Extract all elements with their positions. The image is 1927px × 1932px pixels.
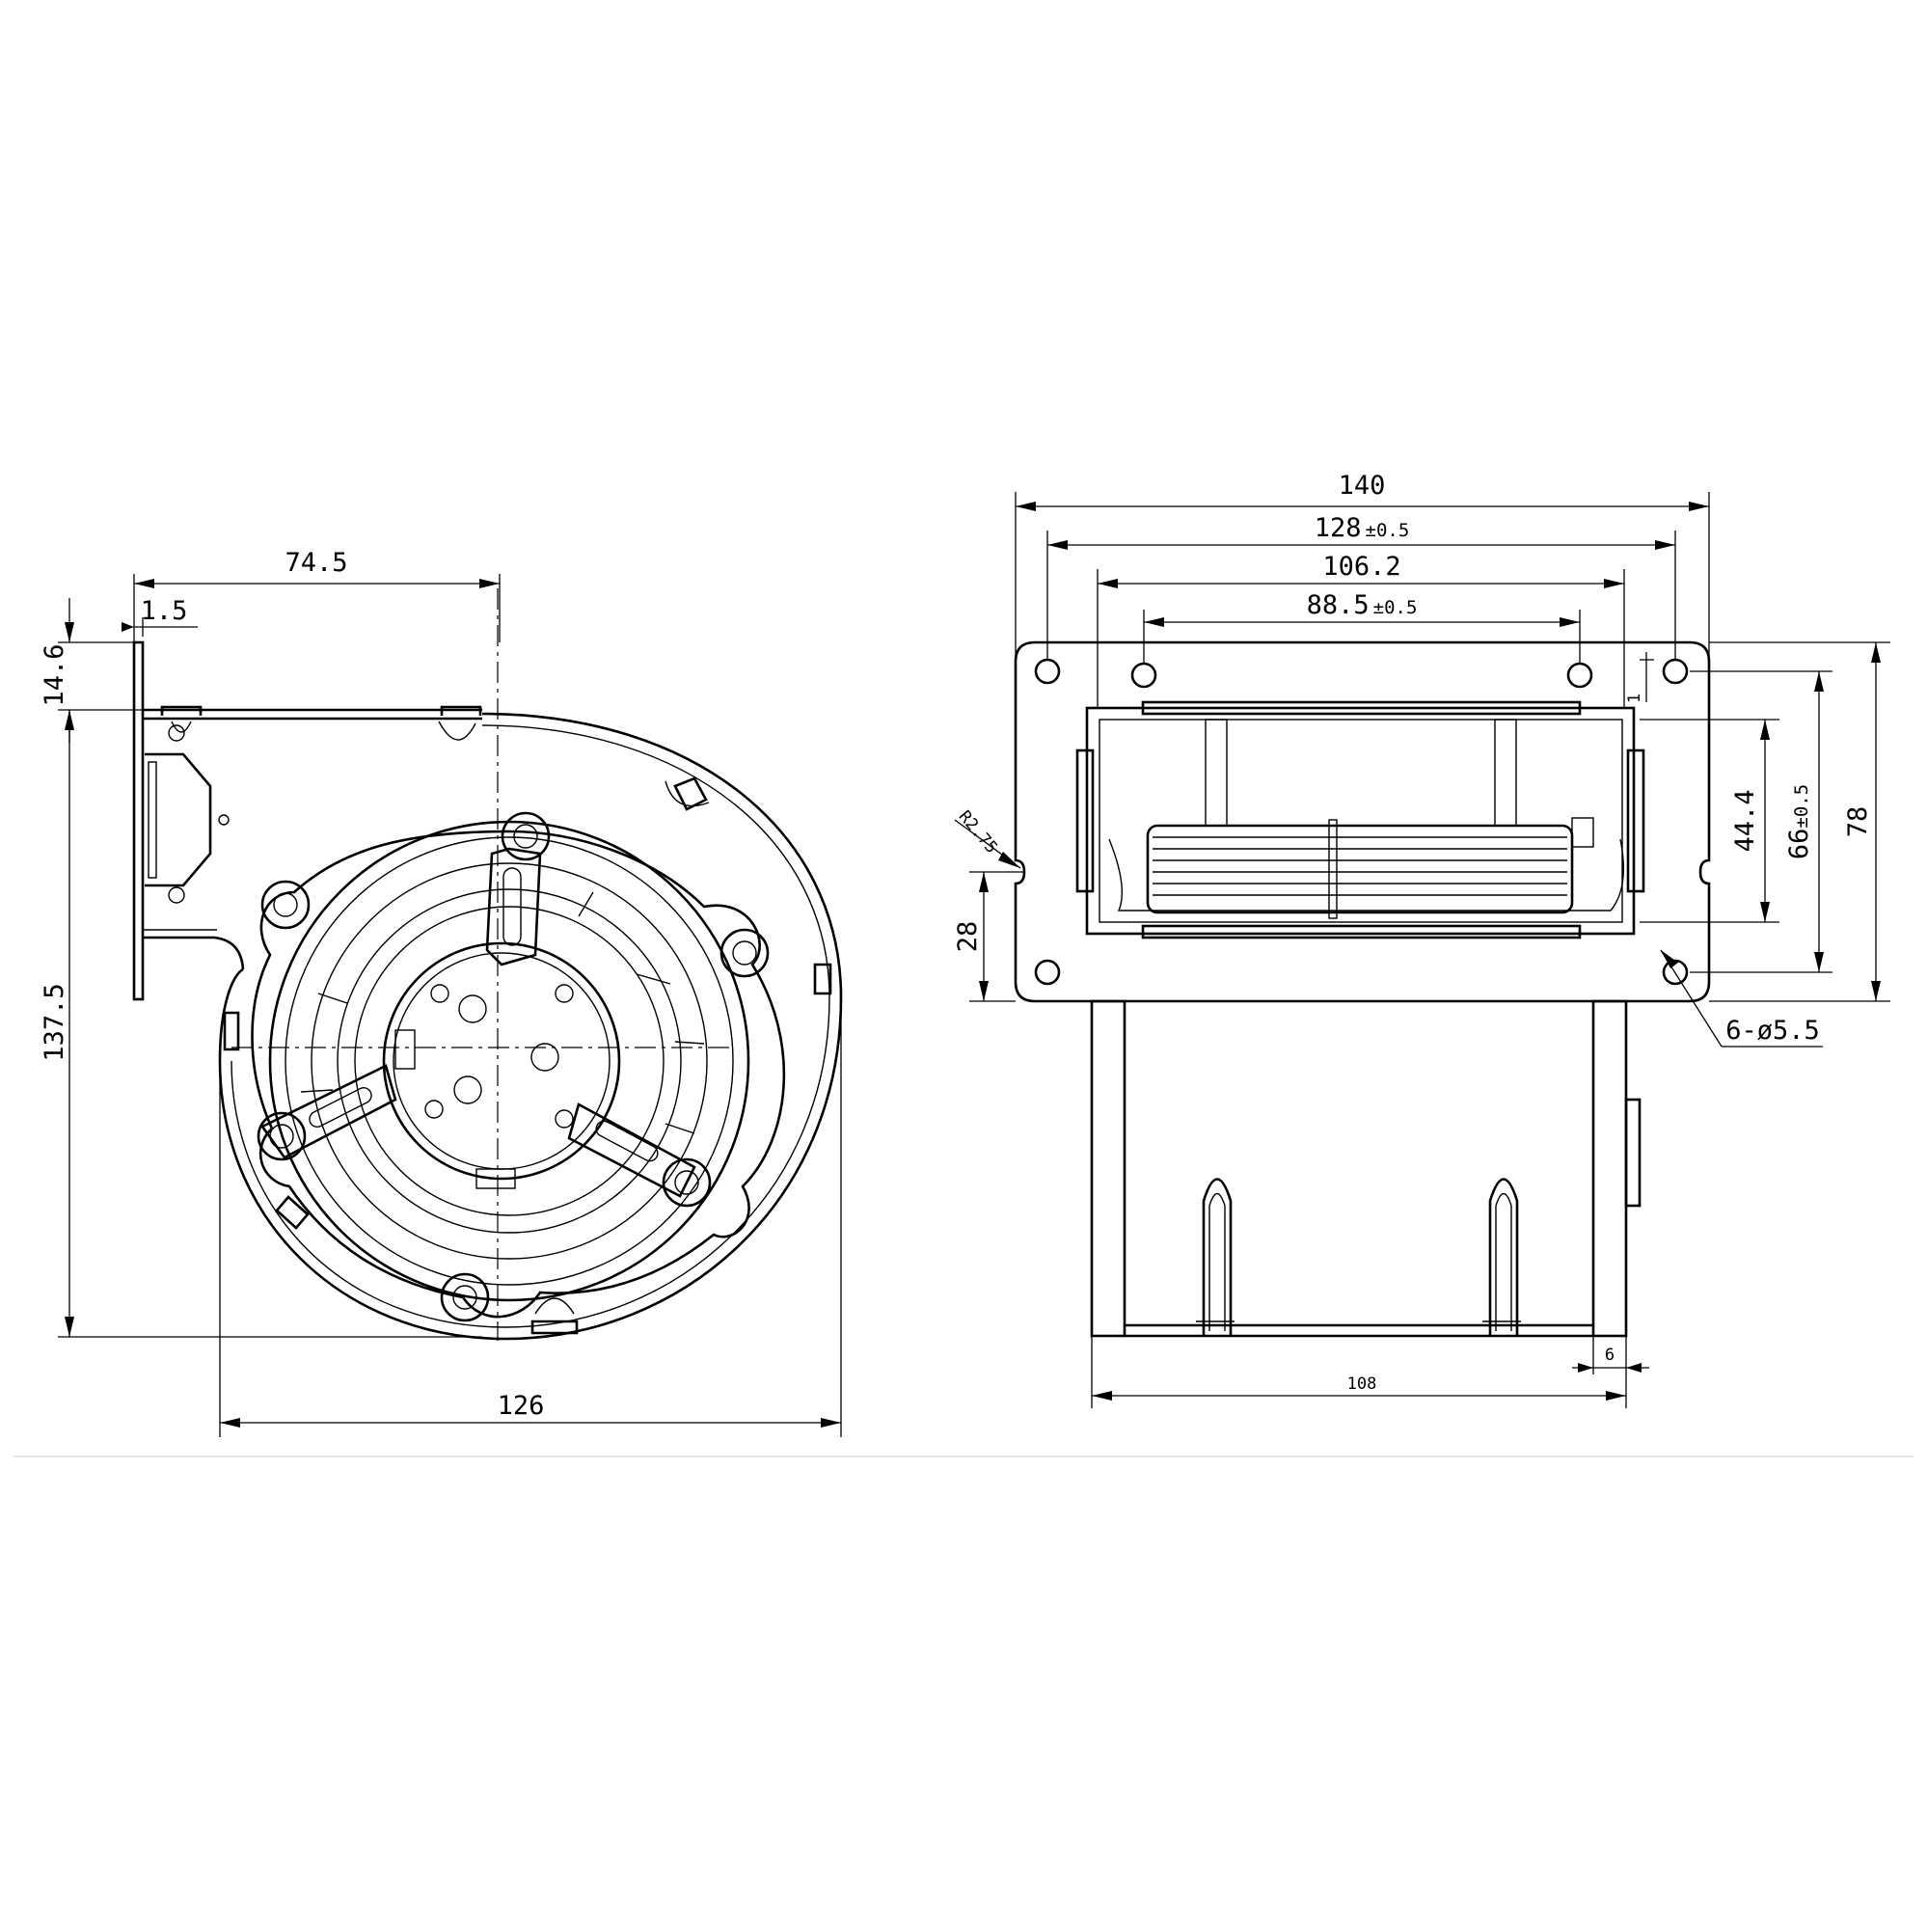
dim-slot-offset: 28: [953, 921, 983, 953]
outlet-opening: [1085, 706, 1636, 936]
screw-bosses: [257, 811, 770, 1322]
dim-flange-thickness: 1.5: [141, 596, 188, 626]
motor-arm-left: [260, 1064, 397, 1159]
side-view: 140 128±0.5 106.2 88.5±0.5 1: [953, 471, 1890, 1408]
dim-opening-height: 44.4: [1730, 789, 1760, 852]
mounting-flange: [132, 640, 145, 1001]
dim-body-width: 108: [1347, 1374, 1377, 1394]
motor-mounting-ring: [251, 830, 786, 1319]
dim-width-to-axis: 74.5: [285, 548, 347, 578]
side-dimensions: 140 128±0.5 106.2 88.5±0.5 1: [953, 471, 1890, 1408]
dim-overall-height: 78: [1843, 806, 1873, 838]
impeller-drum: [1146, 824, 1574, 914]
dim-width: 126: [498, 1391, 545, 1421]
motor-arm-right: [567, 1102, 696, 1198]
dim-holes: 6-ø5.5: [1725, 1016, 1820, 1046]
blower-body: [1090, 999, 1642, 1338]
dim-small-offset: 1: [1625, 694, 1644, 703]
dim-slot-radius: R2.75: [955, 807, 1001, 857]
front-view: 74.5 1.5 14.6 137.5 126: [40, 548, 843, 1437]
mounting-plate: [1014, 640, 1711, 1003]
dim-height: 137.5: [40, 983, 69, 1061]
motor-hub: [382, 941, 621, 1181]
dim-overall-width: 140: [1339, 471, 1386, 501]
dim-flange-offset: 14.6: [40, 643, 69, 706]
motor-arm-top: [485, 847, 542, 966]
dim-hole-spacing-outer: 128±0.5: [1315, 513, 1410, 543]
dim-foot-width: 6: [1605, 1346, 1615, 1365]
front-dimensions: 74.5 1.5 14.6 137.5 126: [40, 548, 842, 1437]
dim-hole-spacing-vertical: 66±0.5: [1784, 784, 1814, 859]
scroll-housing: [218, 712, 843, 1341]
dim-hole-spacing-inner: 88.5±0.5: [1307, 590, 1418, 620]
dim-opening-width: 106.2: [1322, 552, 1400, 582]
